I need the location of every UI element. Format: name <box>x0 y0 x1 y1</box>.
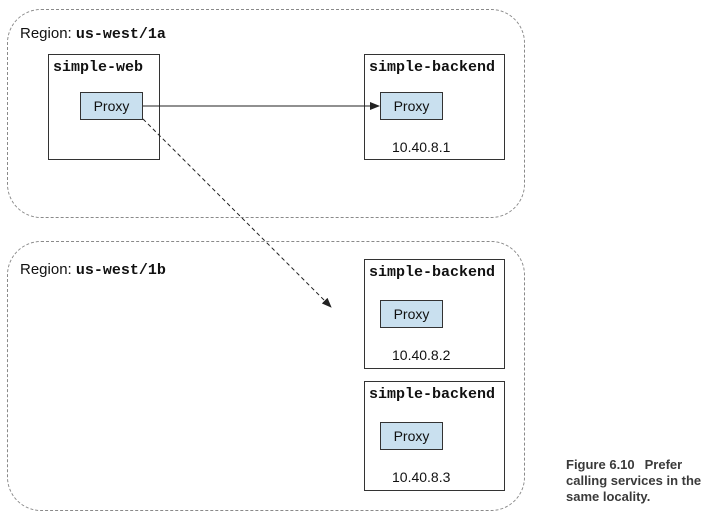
region-label-code: us-west/1b <box>75 262 166 279</box>
region-label-prefix: Region: <box>20 25 72 42</box>
ip-address-backend-2: 10.40.8.2 <box>392 347 451 363</box>
proxy-simple-backend-2: Proxy <box>380 300 443 328</box>
figure-caption-text: Prefer calling services in the same loca… <box>566 457 702 504</box>
region-us-west-1b <box>7 241 525 511</box>
proxy-simple-backend-1: Proxy <box>380 92 443 120</box>
figure-number: Figure 6.10 <box>566 457 635 472</box>
ip-address-backend-3: 10.40.8.3 <box>392 469 451 485</box>
region-us-west-1a <box>7 9 525 218</box>
ip-address-backend-1: 10.40.8.1 <box>392 139 451 155</box>
region-label-code: us-west/1a <box>75 26 166 43</box>
service-title: simple-backend <box>369 264 496 281</box>
region-label-us-west-1b: Region: us-west/1b <box>20 261 166 279</box>
dashed-arrow-other-locality <box>142 118 332 308</box>
proxy-simple-web: Proxy <box>80 92 143 120</box>
service-title: simple-backend <box>369 386 496 403</box>
service-title: simple-backend <box>369 59 496 76</box>
proxy-simple-backend-3: Proxy <box>380 422 443 450</box>
service-title: simple-web <box>53 59 144 76</box>
region-label-us-west-1a: Region: us-west/1a <box>20 25 166 43</box>
region-label-prefix: Region: <box>20 261 72 278</box>
